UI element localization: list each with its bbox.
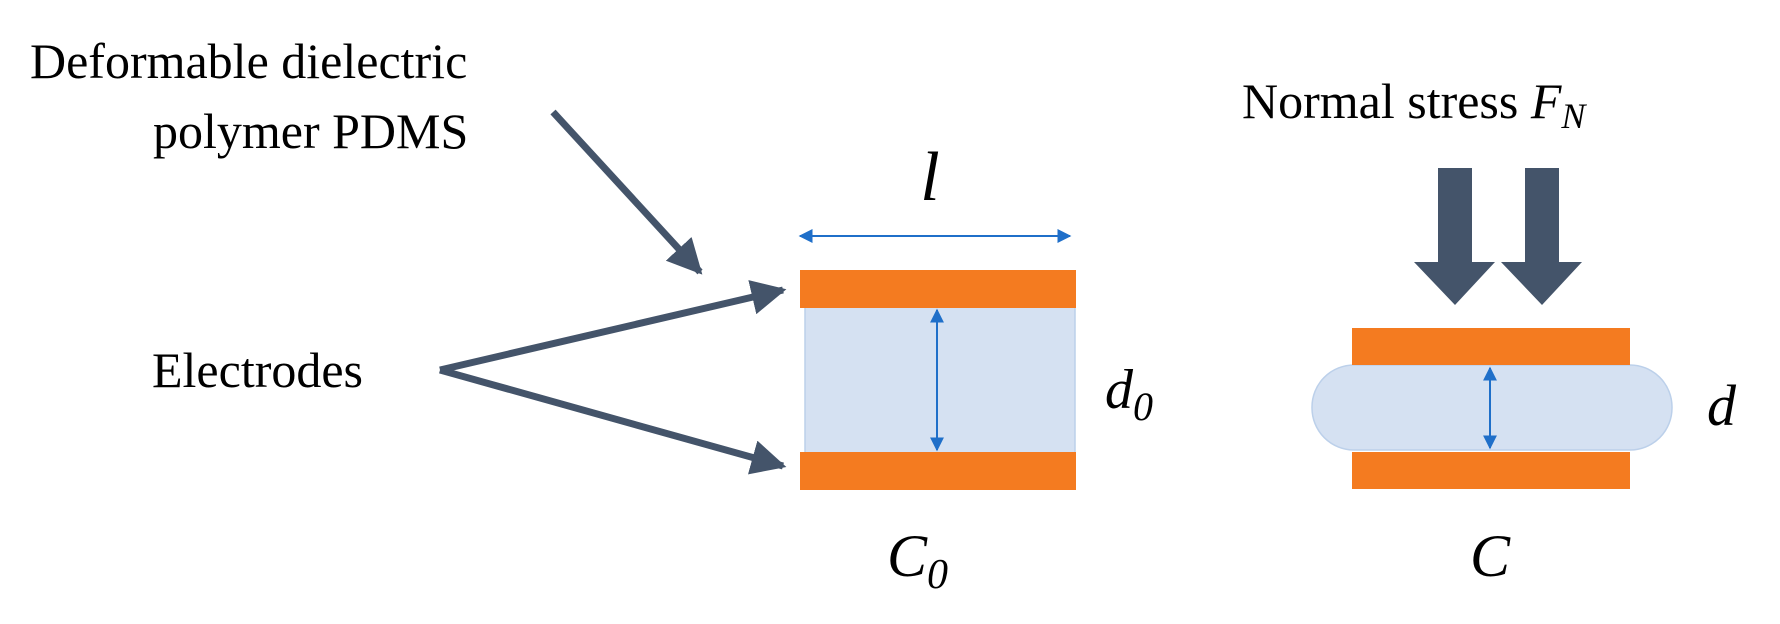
gap-label-initial: d0 — [1105, 359, 1153, 429]
stress-subscript: N — [1560, 96, 1587, 136]
top-electrode-initial — [800, 270, 1076, 308]
dielectric-label-line2: polymer PDMS — [153, 103, 468, 159]
bottom-electrode-compressed — [1352, 452, 1630, 489]
gap-initial-symbol: d — [1105, 359, 1134, 421]
normal-stress-label: Normal stress FN — [1242, 73, 1587, 136]
capacitance-label-compressed: C — [1470, 523, 1511, 589]
dielectric-layer-compressed — [1311, 364, 1673, 451]
dielectric-label-line1: Deformable dielectric — [30, 33, 467, 89]
top-electrode-pointer-arrow — [439, 280, 787, 374]
cap-initial-subscript: 0 — [927, 552, 948, 598]
stress-arrow-left — [1414, 168, 1495, 305]
capacitance-label-initial: C0 — [887, 523, 948, 598]
stress-symbol: F — [1530, 73, 1562, 129]
bottom-electrode-pointer-arrow — [439, 366, 787, 475]
top-electrode-compressed — [1352, 328, 1630, 365]
electrodes-label: Electrodes — [152, 342, 363, 398]
stress-text: Normal stress — [1242, 73, 1531, 129]
dielectric-pointer-arrow — [550, 109, 703, 275]
gap-initial-subscript: 0 — [1133, 384, 1153, 429]
gap-label-compressed: d — [1707, 373, 1737, 438]
stress-arrow-right — [1501, 168, 1582, 305]
dielectric-layer-initial — [804, 304, 1076, 456]
bottom-electrode-initial — [800, 452, 1076, 490]
cap-initial-symbol: C — [887, 523, 928, 589]
length-label: l — [920, 139, 939, 216]
